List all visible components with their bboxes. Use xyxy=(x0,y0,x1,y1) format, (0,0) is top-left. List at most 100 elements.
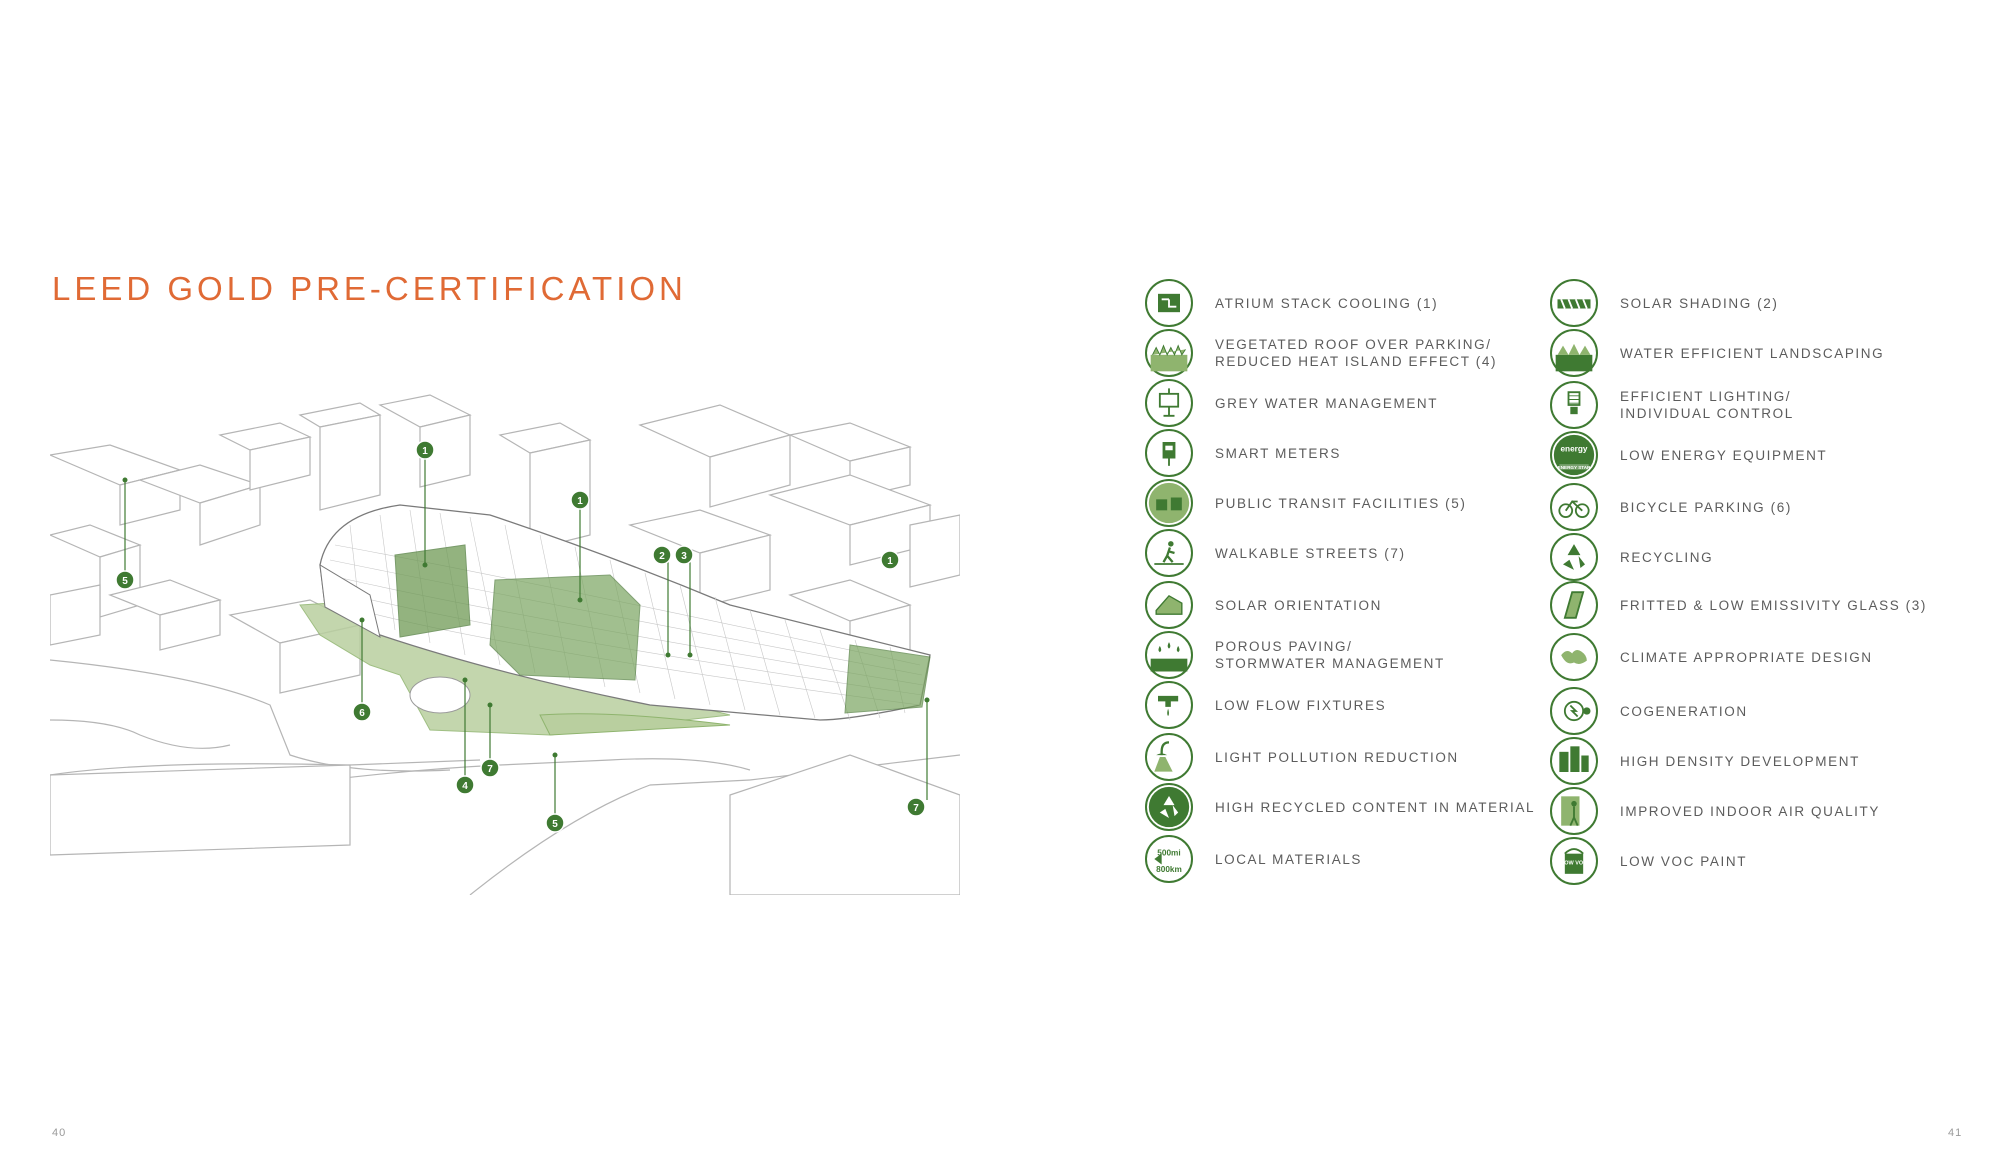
landscaping-icon xyxy=(1550,329,1598,377)
legend-label: ATRIUM STACK COOLING (1) xyxy=(1215,295,1439,311)
legend-item: LOW FLOW FIXTURES xyxy=(1145,680,1386,730)
callout-badge: 6 xyxy=(352,702,372,722)
legend-item: FRITTED & LOW EMISSIVITY GLASS (3) xyxy=(1550,580,1927,630)
recycled-content-icon xyxy=(1145,783,1193,831)
callout-badge: 7 xyxy=(480,758,500,778)
globe-icon xyxy=(1550,633,1598,681)
porous-paving-icon xyxy=(1145,631,1193,679)
legend-item: LOW VOC LOW VOC PAINT xyxy=(1550,836,1747,886)
legend-item: IMPROVED INDOOR AIR QUALITY xyxy=(1550,786,1880,836)
glass-icon xyxy=(1550,581,1598,629)
callout-badge: 3 xyxy=(674,545,694,565)
legend-item: POROUS PAVING/ STORMWATER MANAGEMENT xyxy=(1145,630,1445,680)
legend-item: ATRIUM STACK COOLING (1) xyxy=(1145,278,1438,328)
legend-item: CLIMATE APPROPRIATE DESIGN xyxy=(1550,632,1873,682)
legend-item: HIGH RECYCLED CONTENT IN MATERIAL xyxy=(1145,782,1535,832)
icon-text: 500mi xyxy=(1157,848,1180,857)
legend-label: IMPROVED INDOOR AIR QUALITY xyxy=(1620,803,1880,819)
legend-item: WALKABLE STREETS (7) xyxy=(1145,528,1406,578)
svg-text:4: 4 xyxy=(462,781,468,792)
legend-label: LOW FLOW FIXTURES xyxy=(1215,697,1387,713)
svg-text:1: 1 xyxy=(887,556,893,567)
stack-cooling-icon xyxy=(1145,279,1193,327)
lamp-icon xyxy=(1145,733,1193,781)
legend-item: EFFICIENT LIGHTING/ INDIVIDUAL CONTROL xyxy=(1550,380,1794,430)
vegetated-roof-icon xyxy=(1145,329,1193,377)
site-axonometric-illustration: 1 1 1 2 3 4 5 5 6 7 7 xyxy=(50,394,960,895)
legend-label: CLIMATE APPROPRIATE DESIGN xyxy=(1620,649,1873,665)
bicycle-icon xyxy=(1550,483,1598,531)
legend-item: GREY WATER MANAGEMENT xyxy=(1145,378,1438,428)
legend-label: HIGH DENSITY DEVELOPMENT xyxy=(1620,753,1860,769)
bulb-icon xyxy=(1550,381,1598,429)
legend-label: WALKABLE STREETS (7) xyxy=(1215,545,1406,561)
legend-label: FRITTED & LOW EMISSIVITY GLASS (3) xyxy=(1620,597,1927,613)
legend-label: RECYCLING xyxy=(1620,549,1714,565)
legend-item: 500mi 800km LOCAL MATERIALS xyxy=(1145,834,1362,884)
smart-meter-icon xyxy=(1145,429,1193,477)
legend-item: PUBLIC TRANSIT FACILITIES (5) xyxy=(1145,478,1466,528)
callout-badge: 4 xyxy=(455,775,475,795)
legend-label: WATER EFFICIENT LANDSCAPING xyxy=(1620,345,1885,361)
svg-text:5: 5 xyxy=(552,819,558,830)
legend-label: LOW VOC PAINT xyxy=(1620,853,1748,869)
callout-badge: 1 xyxy=(880,550,900,570)
callout-badge: 5 xyxy=(545,813,565,833)
icon-text: LOW VOC xyxy=(1561,861,1587,867)
icon-text: energy xyxy=(1560,444,1587,453)
grey-water-icon xyxy=(1145,379,1193,427)
legend-item: SOLAR SHADING (2) xyxy=(1550,278,1778,328)
legend-label: LOCAL MATERIALS xyxy=(1215,851,1363,867)
legend-item: LIGHT POLLUTION REDUCTION xyxy=(1145,732,1459,782)
transit-icon xyxy=(1145,479,1193,527)
page-number-left: 40 xyxy=(52,1127,67,1139)
svg-text:1: 1 xyxy=(577,496,583,507)
icon-text: 800km xyxy=(1156,865,1182,874)
svg-text:7: 7 xyxy=(913,803,919,814)
legend-label: GREY WATER MANAGEMENT xyxy=(1215,395,1439,411)
air-quality-icon xyxy=(1550,787,1598,835)
walking-icon xyxy=(1145,529,1193,577)
callout-badge: 5 xyxy=(115,570,135,590)
callout-badge: 1 xyxy=(415,440,435,460)
legend-label: PUBLIC TRANSIT FACILITIES (5) xyxy=(1215,495,1467,511)
icon-text: ENERGY STAR xyxy=(1558,465,1591,470)
page-title: LEED GOLD PRE-CERTIFICATION xyxy=(52,270,687,307)
legend-label: VEGETATED ROOF OVER PARKING/ REDUCED HEA… xyxy=(1215,337,1498,369)
svg-text:2: 2 xyxy=(659,551,665,562)
cogeneration-icon xyxy=(1550,687,1598,735)
high-density-icon xyxy=(1550,737,1598,785)
svg-text:3: 3 xyxy=(681,551,687,562)
svg-text:5: 5 xyxy=(122,576,128,587)
legend-item: SMART METERS xyxy=(1145,428,1341,478)
legend-label: LIGHT POLLUTION REDUCTION xyxy=(1215,749,1459,765)
legend-item: WATER EFFICIENT LANDSCAPING xyxy=(1550,328,1884,378)
callout-badge: 2 xyxy=(652,545,672,565)
legend-label: LOW ENERGY EQUIPMENT xyxy=(1620,447,1828,463)
legend-item: VEGETATED ROOF OVER PARKING/ REDUCED HEA… xyxy=(1145,328,1497,378)
legend-label: EFFICIENT LIGHTING/ INDIVIDUAL CONTROL xyxy=(1620,389,1794,421)
page-number-right: 41 xyxy=(1948,1127,1963,1139)
callout-badge: 7 xyxy=(906,797,926,817)
legend-label: HIGH RECYCLED CONTENT IN MATERIAL xyxy=(1215,799,1536,815)
faucet-icon xyxy=(1145,681,1193,729)
svg-text:7: 7 xyxy=(487,764,493,775)
legend-item: RECYCLING xyxy=(1550,532,1713,582)
svg-text:1: 1 xyxy=(422,446,428,457)
legend-label: COGENERATION xyxy=(1620,703,1748,719)
paint-can-icon: LOW VOC xyxy=(1550,837,1598,885)
legend-label: BICYCLE PARKING (6) xyxy=(1620,499,1792,515)
legend-item: COGENERATION xyxy=(1550,686,1748,736)
solar-orientation-icon xyxy=(1145,581,1193,629)
solar-shading-icon xyxy=(1550,279,1598,327)
legend-label: SOLAR SHADING (2) xyxy=(1620,295,1779,311)
svg-text:6: 6 xyxy=(359,708,365,719)
legend-label: SMART METERS xyxy=(1215,445,1341,461)
legend-label: POROUS PAVING/ STORMWATER MANAGEMENT xyxy=(1215,639,1445,671)
recycling-icon xyxy=(1550,533,1598,581)
legend-item: BICYCLE PARKING (6) xyxy=(1550,482,1792,532)
legend-label: SOLAR ORIENTATION xyxy=(1215,597,1382,613)
legend-item: SOLAR ORIENTATION xyxy=(1145,580,1382,630)
